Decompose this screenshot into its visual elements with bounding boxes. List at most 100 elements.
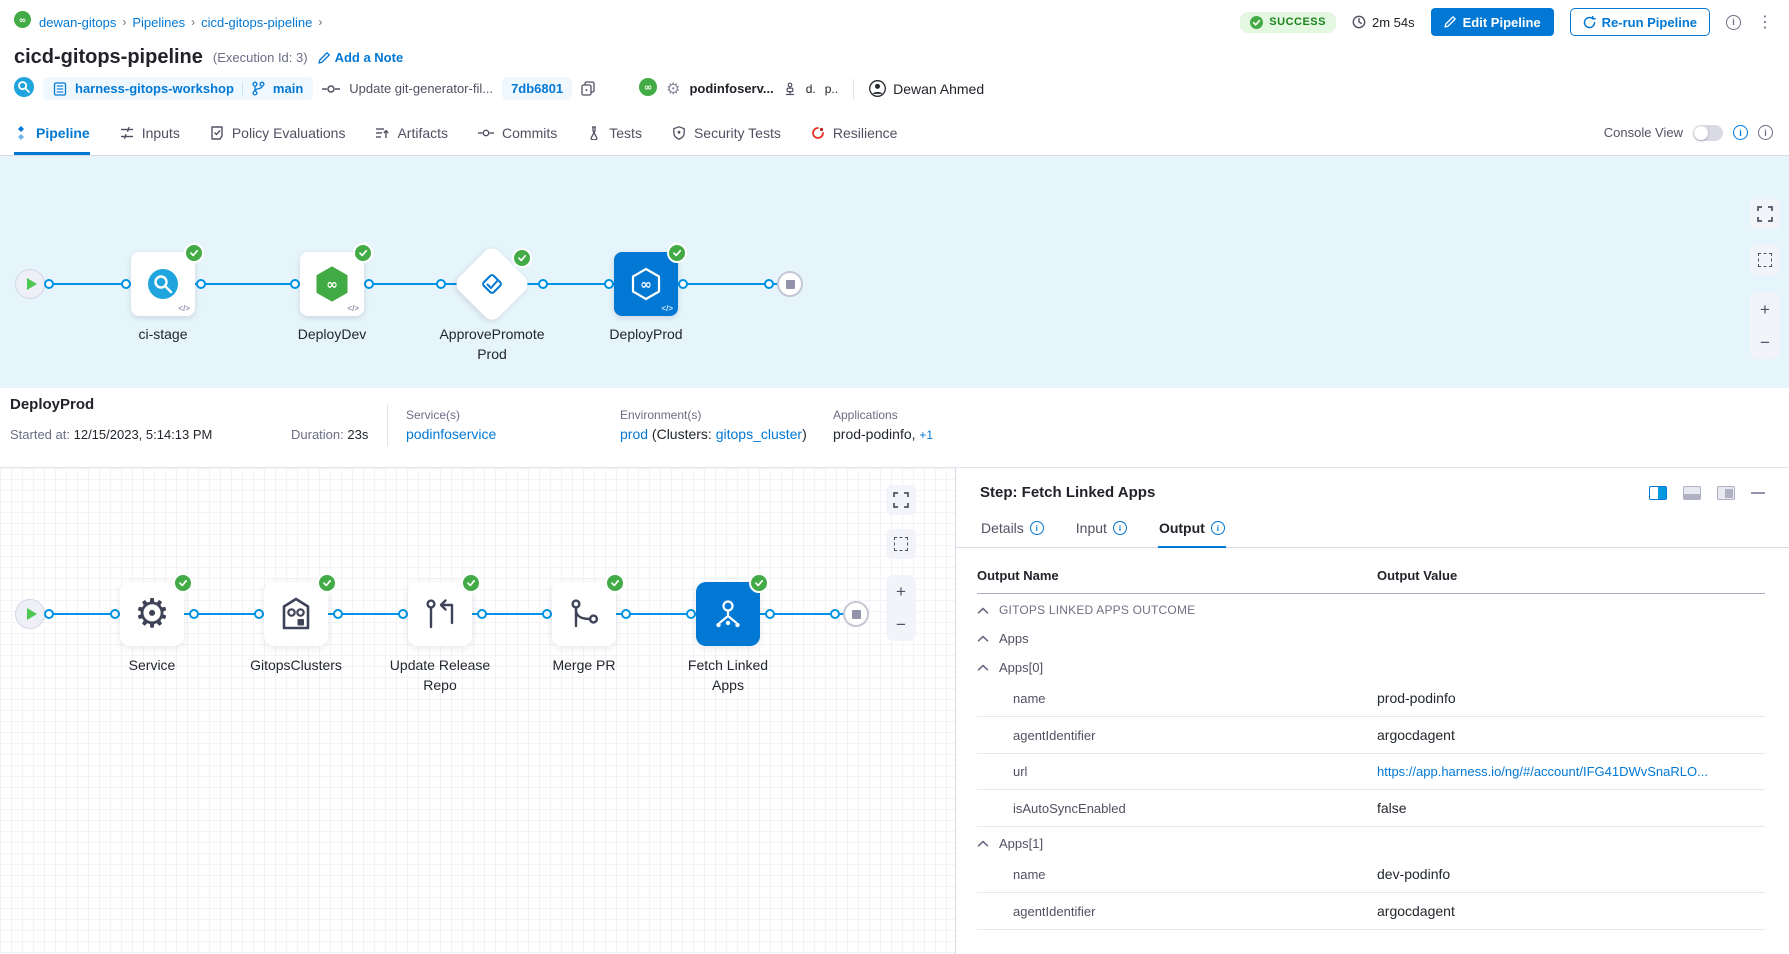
tab-details[interactable]: Details i (980, 511, 1045, 547)
table-group-row[interactable]: Apps[1] (977, 827, 1765, 856)
stop-icon (785, 279, 795, 289)
cluster-link[interactable]: gitops_cluster (715, 426, 803, 442)
tab-input[interactable]: Input i (1075, 511, 1128, 547)
fullscreen-button[interactable] (886, 485, 916, 515)
tests-icon (590, 125, 598, 140)
chevron-up-icon[interactable] (977, 840, 989, 847)
step-node-fetch-linked-apps[interactable] (696, 573, 769, 646)
kebab-menu-icon[interactable]: ⋮ (1757, 12, 1773, 31)
edge-port (398, 609, 408, 619)
repo-branch-chip[interactable]: harness-gitops-workshop main (43, 77, 314, 100)
row-value: argocdagent (1377, 903, 1455, 919)
selection-button[interactable] (886, 529, 916, 559)
chevron-up-icon[interactable] (977, 607, 989, 614)
stage-node-deployprod[interactable]: ∞ </> (614, 243, 687, 316)
stage-node-ci-stage[interactable]: </> (131, 243, 204, 316)
commit-sha-chip[interactable]: 7db6801 (502, 77, 573, 100)
chevron-up-icon[interactable] (977, 635, 989, 642)
step-label[interactable]: GitopsClusters (250, 657, 342, 673)
layout-split-right-icon[interactable] (1649, 485, 1667, 500)
tab-label: Resilience (832, 124, 898, 141)
rerun-pipeline-button[interactable]: Re-run Pipeline (1569, 8, 1710, 36)
row-name: Apps[0] (999, 660, 1044, 675)
info-icon[interactable]: i (1726, 14, 1741, 30)
table-group-row[interactable]: GITOPS LINKED APPS OUTCOME (977, 594, 1765, 622)
tab-output[interactable]: Output i (1157, 511, 1226, 548)
copy-icon[interactable] (581, 81, 595, 96)
tab-commits[interactable]: Commits (478, 110, 557, 155)
execution-graph-canvas[interactable]: ⚙ Service GitopsClusters Update Release … (0, 468, 956, 954)
edit-pipeline-button[interactable]: Edit Pipeline (1430, 8, 1554, 36)
edit-pipeline-label: Edit Pipeline (1462, 14, 1541, 30)
stage-node-deploydev[interactable]: ∞ </> (300, 243, 373, 316)
step-node-update-release-repo[interactable] (408, 573, 481, 646)
fullscreen-button[interactable] (1750, 199, 1780, 229)
stage-label[interactable]: ApprovePromoteProd (439, 326, 545, 362)
breadcrumb-separator: › (122, 15, 127, 29)
edge-port (542, 609, 552, 619)
stage-label[interactable]: ci-stage (138, 326, 188, 342)
env-truncated-1[interactable]: d. (805, 81, 816, 96)
success-check-icon (317, 573, 337, 593)
tab-label: Input (1075, 520, 1107, 536)
selection-button[interactable] (1750, 245, 1780, 275)
tab-resilience[interactable]: Resilience (811, 110, 898, 155)
tab-artifacts[interactable]: Artifacts (375, 110, 448, 155)
console-view-toggle[interactable] (1693, 124, 1723, 141)
step-label[interactable]: Fetch Linked Apps (687, 657, 769, 693)
tab-label: Tests (609, 124, 642, 141)
stage-label[interactable]: DeployDev (297, 326, 367, 342)
stage-graph-canvas[interactable]: </> ci-stage ∞ </> DeployDev ApproveProm… (0, 156, 1789, 388)
help-info-icon[interactable]: i (1758, 125, 1773, 140)
stage-name: DeployProd (10, 396, 95, 413)
table-group-row[interactable]: Apps (977, 622, 1765, 651)
info-icon[interactable]: i (1112, 521, 1127, 535)
row-value: false (1377, 800, 1407, 816)
zoom-in-button[interactable]: + (1760, 300, 1770, 319)
breadcrumb-pipeline[interactable]: cicd-gitops-pipeline (201, 14, 313, 30)
step-label[interactable]: Merge PR (552, 657, 616, 673)
info-icon[interactable]: i (1029, 521, 1044, 535)
svg-text:∞: ∞ (644, 82, 652, 93)
toggle-knob (1694, 125, 1708, 140)
console-view-control: Console View i i (1604, 110, 1773, 155)
layout-drawer-icon[interactable] (1717, 485, 1735, 500)
step-label[interactable]: Service (128, 657, 176, 673)
tab-pipeline[interactable]: Pipeline (14, 110, 90, 155)
zoom-in-button[interactable]: + (896, 582, 906, 601)
info-icon[interactable]: i (1210, 521, 1225, 535)
tab-policy-evaluations[interactable]: Policy Evaluations (210, 110, 345, 155)
code-badge: </> (347, 304, 359, 313)
env-truncated-2[interactable]: p.. (824, 81, 839, 96)
layout-split-bottom-icon[interactable] (1683, 485, 1701, 500)
zoom-out-button[interactable]: − (896, 615, 906, 634)
merge-pr-icon (571, 599, 599, 628)
row-name: agentIdentifier (1013, 727, 1096, 743)
table-group-row[interactable]: Apps[0] (977, 651, 1765, 680)
minimize-icon[interactable] (1751, 491, 1765, 494)
tab-tests[interactable]: Tests (587, 110, 642, 155)
zoom-out-button[interactable]: − (1760, 333, 1770, 352)
step-node-gitopsclusters[interactable] (264, 573, 337, 646)
applications-more-link[interactable]: +1 (919, 428, 934, 442)
chevron-up-icon[interactable] (977, 664, 989, 671)
commits-icon (478, 129, 495, 136)
tab-inputs[interactable]: Inputs (120, 110, 180, 155)
row-value-link[interactable]: https://app.harness.io/ng/#/account/IFG4… (1377, 764, 1708, 779)
step-node-service[interactable]: ⚙ (120, 573, 193, 646)
success-check-icon (461, 573, 481, 593)
breadcrumb-project[interactable]: dewan-gitops (39, 14, 117, 30)
environment-link[interactable]: prod (620, 426, 649, 442)
step-label[interactable]: Update Release Repo (389, 657, 491, 693)
add-note-link[interactable]: Add a Note (317, 50, 403, 65)
service-name[interactable]: podinfoservice (406, 426, 497, 442)
console-view-info-icon[interactable]: i (1733, 125, 1748, 140)
breadcrumb-pipelines[interactable]: Pipelines (132, 14, 186, 30)
table-row: agentIdentifier argocdagent (977, 717, 1765, 754)
stage-node-approval[interactable] (452, 244, 532, 324)
stage-label[interactable]: DeployProd (609, 326, 683, 342)
tab-security-tests[interactable]: Security Tests (672, 110, 781, 155)
success-check-icon (512, 248, 532, 268)
service-name-truncated[interactable]: podinfoserv... (689, 81, 774, 96)
step-node-merge-pr[interactable] (552, 573, 625, 646)
